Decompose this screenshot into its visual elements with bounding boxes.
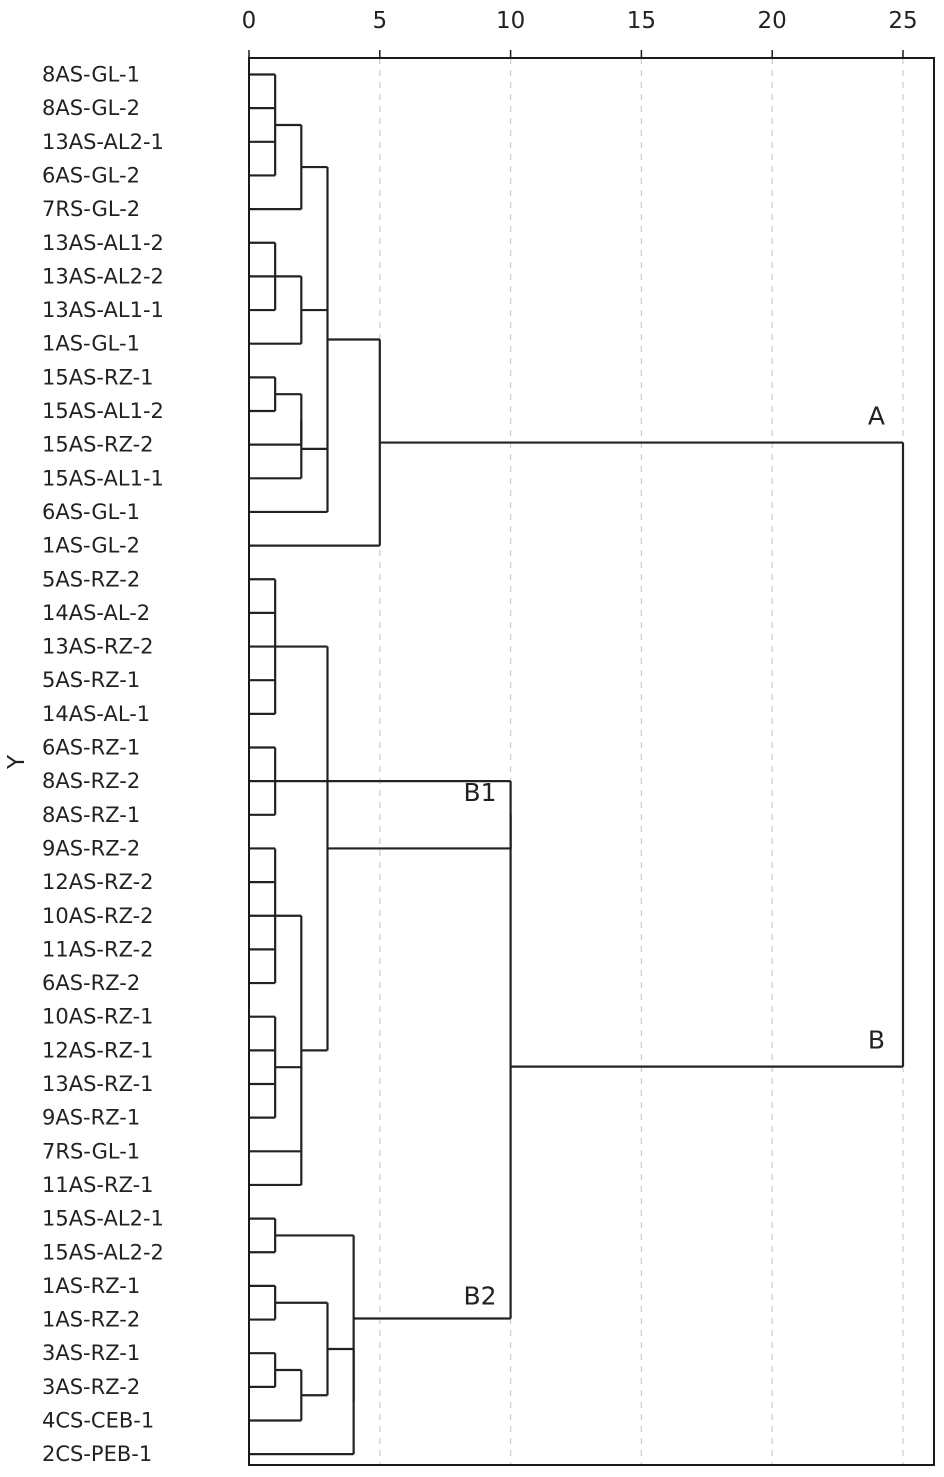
dendrogram-link-m9 (249, 578, 277, 715)
dendrogram-link-m2 (249, 241, 277, 312)
dendrogram-link-m17 (249, 1284, 277, 1321)
leaf-label: 5AS-RZ-1 (42, 668, 140, 692)
leaf-label: 13AS-AL2-1 (42, 130, 164, 154)
dendrogram-links (249, 73, 905, 1456)
leaf-label: 12AS-RZ-2 (42, 870, 154, 894)
leaf-label: 7RS-GL-2 (42, 197, 140, 221)
leaf-label: 10AS-RZ-2 (42, 904, 154, 928)
leaf-label: 3AS-RZ-2 (42, 1375, 140, 1399)
leaf-label: 8AS-RZ-1 (42, 803, 140, 827)
leaf-label: 5AS-RZ-2 (42, 567, 140, 591)
leaf-label: 9AS-RZ-1 (42, 1106, 140, 1130)
grid-layer (379, 58, 904, 1465)
leaf-label: 15AS-AL1-2 (42, 399, 164, 423)
leaf-label: 6AS-GL-1 (42, 500, 140, 524)
dendrogram-link-m7 (249, 165, 329, 514)
leaf-label: 13AS-RZ-1 (42, 1072, 154, 1096)
leaf-label: 9AS-RZ-2 (42, 836, 140, 860)
leaf-label: 15AS-AL1-1 (42, 466, 164, 490)
leaf-label: 2CS-PEB-1 (42, 1442, 152, 1466)
leaf-label: 15AS-AL2-1 (42, 1207, 164, 1231)
leaf-label: 7RS-GL-1 (42, 1139, 140, 1163)
dendrogram-link-m22 (275, 1234, 355, 1402)
cluster-label-B2: B2 (464, 1281, 497, 1310)
x-tick-label-20: 20 (758, 8, 787, 34)
plot-frame (248, 57, 935, 1466)
dendrogram-link-m24 (379, 441, 905, 1068)
x-tick-label-25: 25 (888, 8, 917, 34)
leaf-labels: 8AS-GL-1 8AS-GL-2 13AS-AL2-1 6AS-GL-2 7RS-GL… (42, 63, 164, 1467)
leaf-label: 13AS-AL2-2 (42, 264, 164, 288)
leaf-label: 3AS-RZ-1 (42, 1341, 140, 1365)
dendrogram-link-m23 (353, 814, 512, 1320)
dendrogram-link-m18 (249, 1352, 277, 1388)
cluster-label-A: A (868, 402, 885, 431)
dendrogram-link-m12 (249, 1015, 277, 1119)
leaf-label: 11AS-RZ-1 (42, 1173, 154, 1197)
cluster-label-B: B (868, 1026, 885, 1055)
dendrogram-link-m11 (249, 847, 277, 985)
leaf-label: 15AS-AL2-2 (42, 1240, 164, 1264)
x-tick-label-5: 5 (372, 8, 387, 34)
y-axis-label: Y (4, 754, 30, 770)
leaf-label: 6AS-RZ-2 (42, 971, 140, 995)
leaf-label: 6AS-RZ-1 (42, 736, 140, 760)
leaf-label: 1AS-RZ-2 (42, 1308, 140, 1332)
leaf-label: 13AS-RZ-2 (42, 635, 154, 659)
dendrogram-link-m10 (249, 746, 277, 816)
leaf-label: 6AS-GL-2 (42, 163, 140, 187)
leaf-label: 10AS-RZ-1 (42, 1005, 154, 1029)
dendrogram-link-m4 (249, 376, 277, 413)
leaf-label: 14AS-AL-2 (42, 601, 150, 625)
leaf-label: 15AS-RZ-2 (42, 433, 154, 457)
x-tick-label-10: 10 (496, 8, 525, 34)
leaf-label: 1AS-RZ-1 (42, 1274, 140, 1298)
leaf-label: 1AS-GL-1 (42, 332, 140, 356)
leaf-label: 8AS-RZ-2 (42, 769, 140, 793)
leaf-label: 14AS-AL-1 (42, 702, 150, 726)
dendrogram-link-m13 (249, 914, 303, 1187)
leaf-label: 13AS-AL1-2 (42, 231, 164, 255)
leaf-label: 8AS-GL-2 (42, 96, 140, 120)
leaf-label: 13AS-AL1-1 (42, 298, 164, 322)
leaf-label: 8AS-GL-1 (42, 63, 140, 87)
dendrogram-link-m8 (249, 338, 381, 547)
x-tick-label-0: 0 (242, 8, 257, 34)
leaf-label: 11AS-RZ-2 (42, 937, 154, 961)
leaf-label: 1AS-GL-2 (42, 534, 140, 558)
dendrogram-link-m6 (249, 419, 303, 480)
dendrogram-link-m0 (249, 73, 277, 177)
leaf-label: 4CS-CEB-1 (42, 1409, 154, 1433)
leaf-label: 12AS-RZ-1 (42, 1038, 154, 1062)
cluster-label-B1: B1 (464, 778, 497, 807)
dendrogram-link-m16 (249, 1217, 277, 1254)
x-tick-label-15: 15 (627, 8, 656, 34)
x-axis: 0 5 10 15 20 25 (242, 8, 918, 58)
leaf-label: 15AS-RZ-1 (42, 365, 154, 389)
